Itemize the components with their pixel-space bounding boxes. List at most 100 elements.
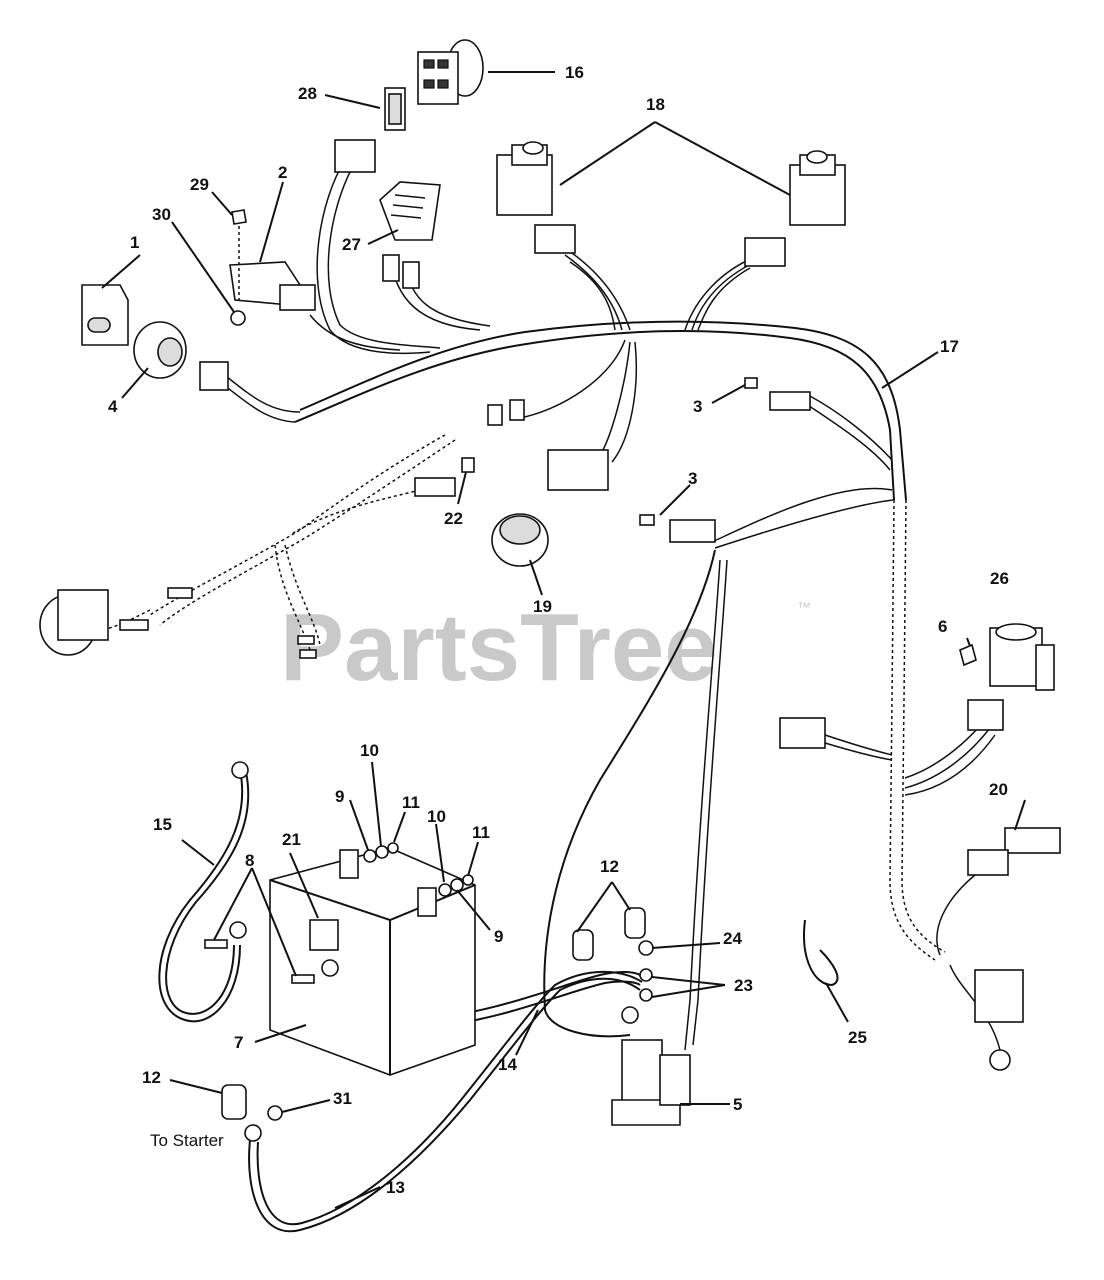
callout-29: 29 xyxy=(190,175,209,194)
part-1 xyxy=(81,284,129,346)
cable-14b xyxy=(684,559,721,1051)
callout-18: 18 xyxy=(646,95,665,114)
connector-right-b xyxy=(967,699,1004,731)
cable-13 xyxy=(248,977,641,1233)
callout-9b: 9 xyxy=(494,927,503,946)
terminal-c xyxy=(487,404,503,426)
part-22 xyxy=(461,457,475,473)
callout-24: 24 xyxy=(723,929,742,948)
part-11-b xyxy=(462,874,474,886)
connector-top xyxy=(334,139,376,173)
part-12-cap-c xyxy=(221,1084,247,1120)
callout-11b: 11 xyxy=(472,823,490,842)
connector-right-a xyxy=(779,717,826,749)
callout-23: 23 xyxy=(734,976,753,995)
cable-15 xyxy=(158,769,244,1023)
callout-22: 22 xyxy=(444,509,463,528)
callout-5: 5 xyxy=(733,1095,742,1114)
part-5-starter-solenoid xyxy=(611,1039,691,1126)
callout-9a: 9 xyxy=(335,787,344,806)
part-3-lower xyxy=(639,514,655,526)
part-16-switch xyxy=(417,39,484,105)
part-7-battery xyxy=(269,847,476,1076)
part-11-a xyxy=(387,842,399,854)
part-29-screw xyxy=(231,209,247,300)
connector-3-lower xyxy=(669,519,716,543)
part-3-upper xyxy=(744,377,758,389)
callout-17: 17 xyxy=(940,337,959,356)
part-20-connector xyxy=(967,827,1061,876)
terminal-f xyxy=(299,649,317,659)
part-12-cap-a xyxy=(572,929,594,961)
callout-25: 25 xyxy=(848,1028,867,1047)
connector-mid xyxy=(547,449,609,491)
ring-terminal-mid xyxy=(621,1006,639,1024)
callout-2: 2 xyxy=(278,163,287,182)
part-27 xyxy=(379,181,441,241)
callout-27: 27 xyxy=(342,235,361,254)
terminal-e xyxy=(297,635,315,645)
callout-8: 8 xyxy=(245,851,254,870)
connector-lower-right xyxy=(974,969,1024,1023)
callout-14: 14 xyxy=(498,1055,517,1074)
watermark-text: PartsTree xyxy=(280,594,718,701)
part-8-bolt-a xyxy=(204,939,228,949)
to-starter-label: To Starter xyxy=(150,1131,224,1150)
part-25-clip xyxy=(803,919,839,987)
ring-terminal-15-bottom xyxy=(229,921,247,939)
terminal-b xyxy=(402,261,420,289)
callout-7: 7 xyxy=(234,1033,243,1052)
callout-16: 16 xyxy=(565,63,584,82)
part-9-a xyxy=(363,849,377,863)
ring-terminal-right xyxy=(989,1049,1011,1071)
part-6-screw xyxy=(959,643,977,667)
terminal-d xyxy=(509,399,525,421)
hour-meter xyxy=(39,587,193,656)
part-8-bolt-b xyxy=(291,974,315,984)
cable-14 xyxy=(543,549,716,1038)
callout-19: 19 xyxy=(533,597,552,616)
connector-3-upper xyxy=(769,391,811,411)
callout-10b: 10 xyxy=(427,807,446,826)
callout-21: 21 xyxy=(282,830,301,849)
callout-31: 31 xyxy=(333,1089,352,1108)
cable-14c xyxy=(692,559,728,1046)
callout-3a: 3 xyxy=(693,397,702,416)
part-23-washer-a xyxy=(639,968,653,982)
callout-28: 28 xyxy=(298,84,317,103)
connector-22 xyxy=(414,477,456,497)
part-24-nut xyxy=(638,940,654,956)
connector-4 xyxy=(199,361,229,391)
callout-4: 4 xyxy=(108,397,118,416)
watermark-trademark: ™ xyxy=(797,599,811,615)
part-19-buzzer xyxy=(491,513,549,567)
callout-20: 20 xyxy=(989,780,1008,799)
callout-15: 15 xyxy=(153,815,172,834)
part-10-b xyxy=(450,878,464,892)
part-12-cap-b xyxy=(624,907,646,939)
part-23-washer-b xyxy=(639,988,653,1002)
callout-30: 30 xyxy=(152,205,171,224)
callout-3b: 3 xyxy=(688,469,697,488)
callout-6: 6 xyxy=(938,617,947,636)
callout-12b: 12 xyxy=(142,1068,161,1087)
part-18-solenoid-right xyxy=(744,150,846,267)
ring-terminal-13 xyxy=(244,1124,262,1142)
callout-12a: 12 xyxy=(600,857,619,876)
harness-branches xyxy=(209,159,1001,1051)
main-harness-17 xyxy=(294,320,946,961)
callout-11a: 11 xyxy=(402,793,420,812)
callout-26: 26 xyxy=(990,569,1009,588)
terminal-a xyxy=(382,254,400,282)
ring-terminal-battery xyxy=(321,959,339,977)
part-4-ignition xyxy=(133,321,187,379)
callout-1: 1 xyxy=(130,233,139,252)
ring-terminal-15-top xyxy=(231,761,249,779)
part-18-solenoid-left xyxy=(496,141,576,254)
part-9-b xyxy=(438,883,452,897)
part-31-nut xyxy=(267,1105,283,1121)
callout-13: 13 xyxy=(386,1178,405,1197)
part-10-a xyxy=(375,845,389,859)
part-2 xyxy=(229,261,316,311)
